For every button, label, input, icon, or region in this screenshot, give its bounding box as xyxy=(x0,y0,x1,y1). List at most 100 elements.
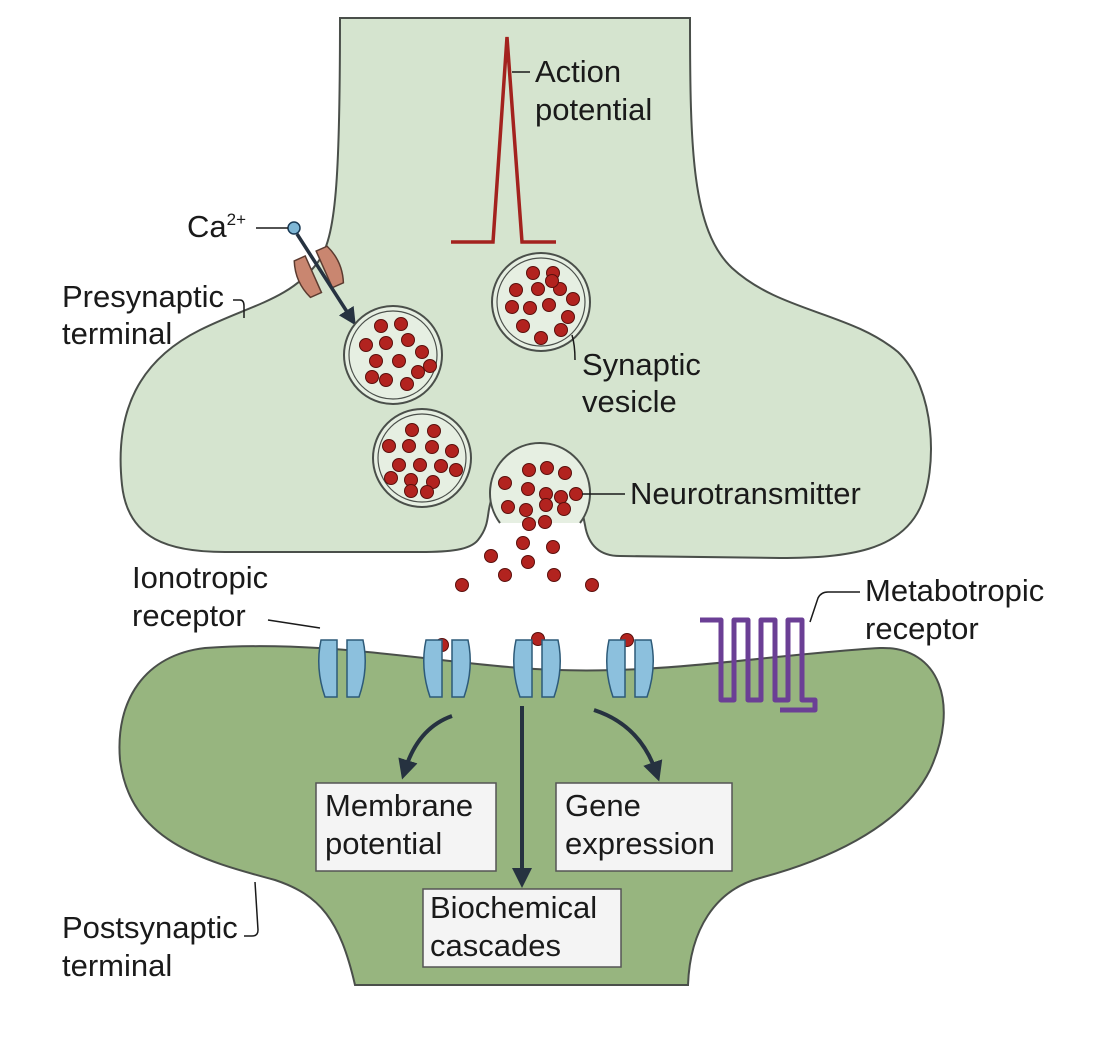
neurotransmitter-molecule xyxy=(547,568,561,582)
metabotropic-leader xyxy=(809,591,860,623)
neurotransmitter-molecule xyxy=(394,317,408,331)
neurotransmitter-molecule xyxy=(404,484,418,498)
calcium-label: Ca2+ xyxy=(187,209,246,244)
neurotransmitter-molecule xyxy=(561,310,575,324)
postsynaptic-label-line2: terminal xyxy=(62,948,172,983)
neurotransmitter-molecule xyxy=(540,461,554,475)
ionotropic-label-line2: receptor xyxy=(132,598,246,633)
neurotransmitter-molecule xyxy=(411,365,425,379)
gene-expression-line2: expression xyxy=(565,826,715,861)
neurotransmitter-molecule xyxy=(531,282,545,296)
neurotransmitter-molecule xyxy=(434,459,448,473)
ionotropic-receptors xyxy=(318,639,654,698)
neurotransmitter-molecule xyxy=(501,500,515,514)
membrane-potential-line2: potential xyxy=(325,826,442,861)
neurotransmitter-molecule xyxy=(539,498,553,512)
calcium-influx-arrow xyxy=(295,233,356,326)
neurotransmitter-molecule xyxy=(542,298,556,312)
synaptic-vesicle-3 xyxy=(372,408,472,508)
neurotransmitter-molecule xyxy=(545,274,559,288)
metabotropic-label-line1: Metabotropic xyxy=(865,573,1044,608)
membrane-potential-line1: Membrane xyxy=(325,788,473,823)
neurotransmitter-molecule xyxy=(427,424,441,438)
neurotransmitter-molecule xyxy=(569,487,583,501)
neurotransmitter-molecule xyxy=(546,540,560,554)
neurotransmitter-molecule xyxy=(558,466,572,480)
neurotransmitter-molecule xyxy=(384,471,398,485)
neurotransmitter-molecule xyxy=(379,373,393,387)
neurotransmitter-molecule xyxy=(359,338,373,352)
neurotransmitter-molecule xyxy=(455,578,469,592)
neurotransmitter-molecule xyxy=(445,444,459,458)
neurotransmitter-molecule xyxy=(538,515,552,529)
neurotransmitter-molecule xyxy=(392,354,406,368)
neurotransmitter-molecule xyxy=(415,345,429,359)
neurotransmitter-molecule xyxy=(402,439,416,453)
neurotransmitter-molecule xyxy=(523,301,537,315)
ionotropic-label-line1: Ionotropic xyxy=(132,560,268,595)
neurotransmitter-molecule xyxy=(425,440,439,454)
neurotransmitter-molecule xyxy=(519,503,533,517)
neurotransmitter-molecule xyxy=(516,319,530,333)
synaptic-vesicle-leader xyxy=(571,334,576,361)
calcium-ion xyxy=(287,221,301,235)
neurotransmitter-molecule xyxy=(509,283,523,297)
neurotransmitter-molecules xyxy=(359,266,634,652)
biochemical-cascades-line2: cascades xyxy=(430,928,561,963)
neurotransmitter-molecule xyxy=(484,549,498,563)
neurotransmitter-molecule xyxy=(498,476,512,490)
neurotransmitter-molecule xyxy=(554,323,568,337)
biochemical-cascades-box: Biochemical cascades xyxy=(422,888,622,968)
neurotransmitter-molecule xyxy=(522,463,536,477)
neurotransmitter-molecule xyxy=(585,578,599,592)
neurotransmitter-molecule xyxy=(400,377,414,391)
neurotransmitter-molecule xyxy=(365,370,379,384)
postsynaptic-label-line1: Postsynaptic xyxy=(62,910,238,945)
arrow-to-membrane-potential xyxy=(398,714,453,780)
presynaptic-label-line2: terminal xyxy=(62,316,172,351)
ionotropic-receptor xyxy=(606,639,654,698)
synaptic-vesicle-label-line1: Synaptic xyxy=(582,347,701,382)
neurotransmitter-molecule xyxy=(423,359,437,373)
neurotransmitter-molecule xyxy=(420,485,434,499)
neurotransmitter-molecule xyxy=(526,266,540,280)
metabotropic-label-line2: receptor xyxy=(865,611,979,646)
ionotropic-receptor xyxy=(423,639,471,698)
neurotransmitter-molecule xyxy=(374,319,388,333)
presynaptic-label-line1: Presynaptic xyxy=(62,279,224,314)
action-potential-trace xyxy=(451,36,556,244)
calcium-channel xyxy=(293,245,345,299)
neurotransmitter-molecule xyxy=(557,502,571,516)
neurotransmitter-molecule xyxy=(521,482,535,496)
neurotransmitter-molecule xyxy=(522,517,536,531)
neurotransmitter-molecule xyxy=(534,331,548,345)
neurotransmitter-molecule xyxy=(498,568,512,582)
neurotransmitter-molecule xyxy=(554,490,568,504)
neurotransmitter-molecule xyxy=(521,555,535,569)
postsynaptic-leader xyxy=(244,881,259,937)
neurotransmitter-molecule xyxy=(369,354,383,368)
gene-expression-line1: Gene xyxy=(565,788,641,823)
neurotransmitter-molecule xyxy=(379,336,393,350)
action-potential-label-line1: Action xyxy=(535,54,621,89)
neurotransmitter-molecule xyxy=(449,463,463,477)
ionotropic-leader xyxy=(267,619,321,629)
neurotransmitter-molecule xyxy=(392,458,406,472)
neurotransmitter-molecule xyxy=(516,536,530,550)
biochemical-cascades-line1: Biochemical xyxy=(430,890,597,925)
metabotropic-receptor xyxy=(700,617,818,713)
neurotransmitter-label: Neurotransmitter xyxy=(630,476,861,511)
neurotransmitter-molecule xyxy=(401,333,415,347)
neurotransmitter-molecule xyxy=(405,423,419,437)
neurotransmitter-molecule xyxy=(382,439,396,453)
neurotransmitter-molecule xyxy=(413,458,427,472)
ionotropic-receptor xyxy=(513,639,561,698)
neurotransmitter-molecule xyxy=(566,292,580,306)
membrane-potential-box: Membrane potential xyxy=(315,782,497,872)
synaptic-vesicle-label-line2: vesicle xyxy=(582,384,677,419)
arrow-to-gene-expression xyxy=(593,708,663,782)
neurotransmitter-molecule xyxy=(505,300,519,314)
gene-expression-box: Gene expression xyxy=(555,782,733,872)
presynaptic-leader xyxy=(233,299,245,318)
